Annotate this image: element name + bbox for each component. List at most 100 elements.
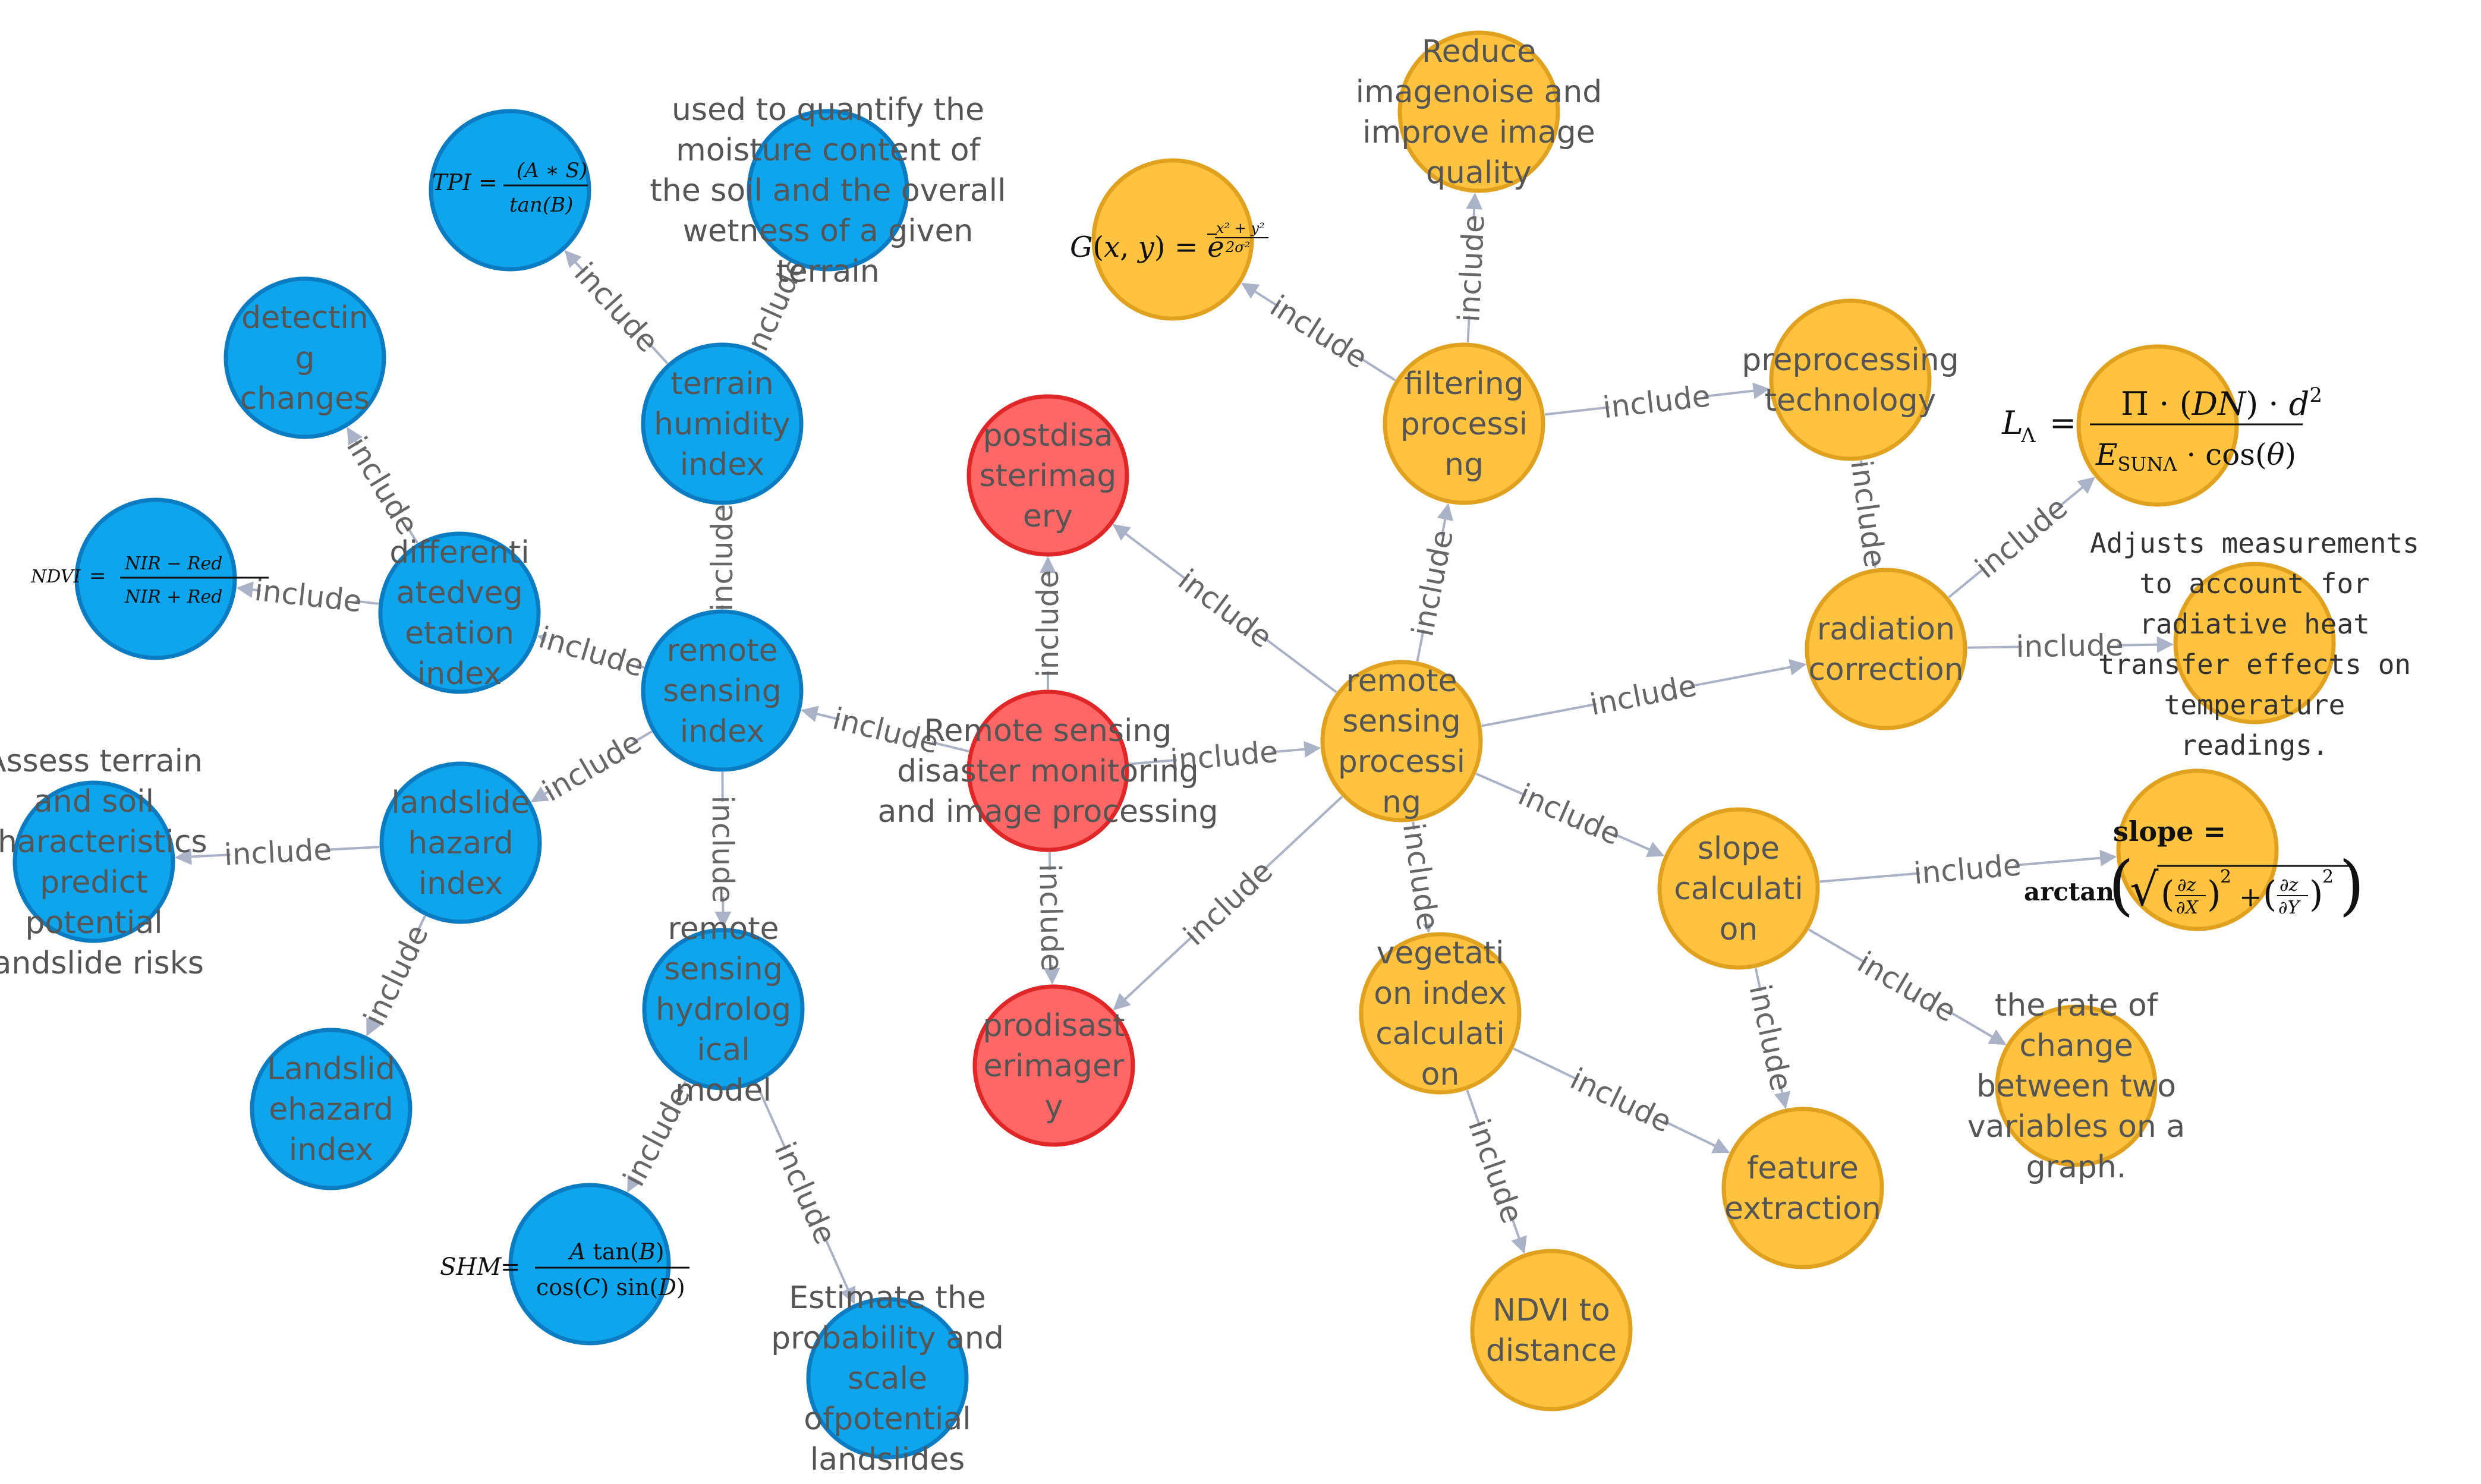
svg-text:Π · (DN) · d2: Π · (DN) · d2 [2121, 383, 2322, 423]
node-circle[interactable] [1657, 807, 1820, 970]
node-lformula[interactable] [2076, 344, 2239, 507]
node-label-line: sensing [1342, 704, 1461, 739]
edge-label-bg [1571, 1063, 1672, 1135]
node-label-line: the rate of [1995, 988, 2159, 1023]
edge-label-bg [1399, 827, 1446, 926]
node-circle[interactable] [378, 531, 541, 694]
edge-label: include [1405, 527, 1460, 639]
node-label-line: Adjusts measurements [2090, 527, 2419, 559]
node-label-line: index [680, 714, 764, 749]
edge-center-prodis: include [1032, 852, 1070, 985]
edge-label: include [1969, 490, 2074, 585]
node-circle[interactable] [641, 342, 804, 505]
edge-label-bg [1177, 566, 1274, 650]
edge-label: include [223, 832, 333, 872]
edge-label-bg [1857, 947, 1957, 1025]
node-circle[interactable] [2116, 768, 2279, 931]
edge-rsi-thi: include [704, 504, 739, 612]
node-circle[interactable] [12, 780, 175, 943]
node-circle[interactable] [1769, 298, 1932, 461]
node-shm[interactable] [508, 1183, 671, 1346]
svg-text:+: + [2239, 881, 2262, 913]
node-circle[interactable] [642, 928, 805, 1091]
node-label-line: graph. [2026, 1149, 2127, 1185]
node-label-line: landslides [810, 1442, 965, 1477]
edge-label: include [1852, 945, 1962, 1029]
node-circle[interactable] [379, 761, 542, 924]
node-gauss[interactable] [1091, 158, 1254, 321]
edge-label-bg [573, 260, 662, 353]
node-circle[interactable] [429, 109, 591, 272]
node-slopef[interactable] [2116, 768, 2279, 931]
node-circle[interactable] [1805, 568, 1967, 730]
node-circle[interactable] [966, 394, 1129, 557]
node-label-line: Reduce [1422, 34, 1536, 70]
svg-text:G(x, y) = e: G(x, y) = e [1070, 231, 1224, 264]
node-circle[interactable] [1397, 30, 1560, 193]
node-circle[interactable] [74, 497, 237, 660]
node-tpi[interactable] [429, 109, 591, 272]
edge-label-bg [1175, 734, 1273, 776]
node-circle[interactable] [2173, 562, 2336, 724]
node-circle[interactable] [1470, 1249, 1633, 1411]
node-label-line: on index [1374, 976, 1507, 1012]
node-circle[interactable] [972, 984, 1135, 1147]
node-circle[interactable] [1995, 1004, 2158, 1167]
node-circle[interactable] [1091, 158, 1254, 321]
edge-slope-rate: include [1808, 928, 2007, 1045]
node-circle[interactable] [641, 609, 804, 772]
node-circle[interactable] [250, 1028, 413, 1190]
node-label-line: index [680, 447, 764, 483]
node-circle[interactable] [806, 1297, 969, 1460]
svg-text:NDVI: NDVI [30, 566, 81, 587]
svg-text:∂X: ∂X [2176, 897, 2199, 918]
node-label-line: predict [40, 865, 148, 900]
edge-label-bg [1181, 857, 1274, 947]
edge-rsp-filt: include [1405, 503, 1460, 661]
node-label-line: differenti [389, 535, 529, 571]
node-label-line: Landslid [267, 1051, 395, 1087]
node-circle[interactable] [1359, 932, 1522, 1095]
node-circle[interactable] [508, 1183, 671, 1346]
node-circle[interactable] [747, 109, 909, 272]
node-circle[interactable] [966, 689, 1129, 852]
node-circle[interactable] [1383, 342, 1545, 505]
node-circle[interactable] [2076, 344, 2239, 507]
edge-label: include [340, 431, 425, 541]
node-circle[interactable] [1320, 660, 1483, 823]
edge-rsp-slope: include [1475, 773, 1665, 858]
node-ndvif[interactable] [74, 497, 237, 660]
node-circle[interactable] [223, 276, 386, 439]
node-circle[interactable] [1721, 1107, 1884, 1269]
node-label-line: slope [1698, 831, 1780, 867]
